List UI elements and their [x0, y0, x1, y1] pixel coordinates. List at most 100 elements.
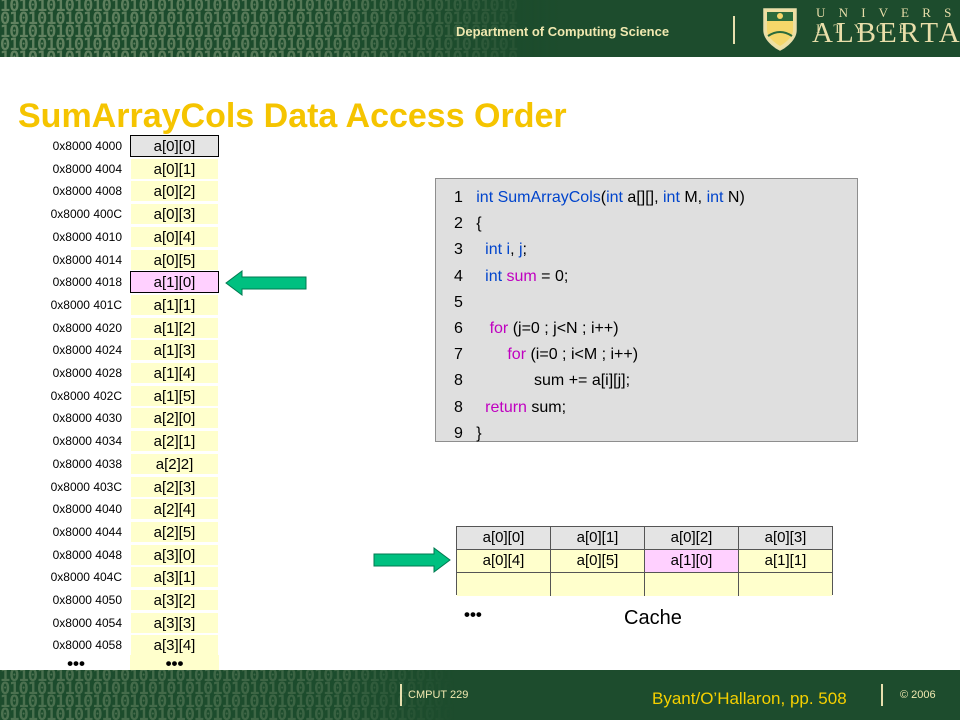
code-text: }: [462, 425, 482, 442]
code-keyword: int: [663, 189, 680, 206]
memory-cell: a[0][2]: [130, 180, 219, 202]
cache-cell: [645, 573, 739, 596]
memory-cell: a[0][3]: [130, 203, 219, 225]
code-line: 3 int i, j;: [454, 239, 527, 261]
memory-address: 0x8000 4058: [52, 638, 122, 652]
alberta-wordmark: ALBERTA: [812, 17, 960, 49]
code-line: 8 return sum;: [454, 397, 566, 419]
code-text: [463, 346, 507, 363]
memory-cell: a[0][1]: [130, 158, 219, 180]
memory-cell: a[3][2]: [130, 589, 219, 611]
memory-cell: a[0][0]: [130, 135, 219, 157]
memory-address: 0x8000 403C: [50, 480, 122, 494]
code-line-number: 8: [454, 399, 463, 416]
code-line: 7 for (i=0 ; i<M ; i++): [454, 344, 638, 366]
cache-cell: a[0][3]: [739, 527, 832, 550]
memory-address: 0x8000 4034: [52, 434, 122, 448]
code-line-number: 7: [454, 346, 463, 363]
memory-address: 0x8000 4054: [52, 616, 122, 630]
memory-address: 0x8000 4014: [52, 253, 122, 267]
code-text: (i=0 ; i<M ; i++): [526, 346, 639, 363]
memory-cell: a[2][5]: [130, 521, 219, 543]
code-line-number: 8: [454, 372, 463, 389]
code-line-number: 9: [454, 425, 463, 442]
citation: Byant/O’Hallaron, pp. 508: [652, 689, 847, 708]
memory-address: 0x8000 404C: [50, 570, 122, 584]
memory-cell: a[0][5]: [130, 249, 219, 271]
code-keyword: int: [476, 189, 494, 206]
memory-address: 0x8000 4038: [52, 457, 122, 471]
code-text: (: [600, 189, 607, 206]
header-divider: [733, 16, 735, 44]
memory-address: 0x8000 4048: [52, 548, 122, 562]
memory-cell: a[2]2]: [130, 453, 219, 475]
memory-cell: a[3][4]: [130, 634, 219, 656]
code-keyword: for: [489, 320, 509, 337]
binary-pattern-decoration: 1010101010101010101010101010101010101010…: [0, 0, 700, 57]
cache-cell: a[0][0]: [457, 527, 551, 550]
memory-address: 0x8000 4010: [52, 230, 122, 244]
memory-address: 0x8000 4020: [52, 321, 122, 335]
code-keyword: j: [518, 241, 523, 258]
cache-cell: [457, 573, 551, 596]
code-text: ,: [510, 241, 519, 258]
memory-cell: a[1][2]: [130, 317, 219, 339]
memory-address: 0x8000 400C: [50, 207, 122, 221]
code-line: 6 for (j=0 ; j<N ; i++): [454, 318, 619, 340]
code-line: 8 sum += a[i][j];: [454, 370, 630, 392]
memory-address: 0x8000 4024: [52, 343, 122, 357]
memory-cell: a[1][4]: [130, 362, 219, 384]
cache-ellipsis: •••: [464, 605, 482, 624]
cache-label: Cache: [624, 607, 682, 629]
code-text: [463, 241, 485, 258]
cache-cell: a[0][2]: [645, 527, 739, 550]
cache-cell: [739, 573, 832, 596]
code-text: = 0;: [536, 268, 569, 285]
memory-cell: a[2][4]: [130, 498, 219, 520]
code-keyword: SumArrayCols: [497, 189, 601, 206]
code-keyword: int: [485, 268, 503, 285]
memory-address: 0x8000 401C: [50, 298, 122, 312]
copyright: © 2006: [900, 689, 936, 701]
cache-cell: [551, 573, 645, 596]
footer-bar: 1010101010101010101010101010101010101010…: [0, 670, 960, 720]
code-keyword: for: [507, 346, 527, 363]
memory-cell: a[1][3]: [130, 339, 219, 361]
cache-cell: a[1][0]: [645, 550, 739, 573]
cache-grid: a[0][0]a[0][1]a[0][2]a[0][3]a[0][4]a[0][…: [456, 526, 833, 596]
code-text: [463, 320, 490, 337]
code-line: 1 int SumArrayCols(int a[][], int M, int…: [454, 187, 745, 209]
code-text: sum;: [526, 399, 567, 416]
code-text: M,: [679, 189, 707, 206]
code-keyword: int: [606, 189, 623, 206]
memory-address: 0x8000 4004: [52, 162, 122, 176]
code-text: N): [723, 189, 745, 206]
footer-divider: [400, 684, 402, 706]
memory-address: 0x8000 4000: [52, 139, 122, 153]
code-line: 2 {: [454, 213, 482, 235]
code-keyword: sum: [506, 268, 537, 285]
code-line-number: 5: [454, 294, 463, 311]
header-bar: 1010101010101010101010101010101010101010…: [0, 0, 960, 57]
code-text: ;: [522, 241, 527, 258]
code-text: sum += a[i][j];: [462, 372, 631, 389]
memory-cell: a[0][4]: [130, 226, 219, 248]
cache-cell: a[0][5]: [551, 550, 645, 573]
cache-cell: a[0][1]: [551, 527, 645, 550]
code-keyword: i: [506, 241, 511, 258]
memory-pointer-arrow-icon: [225, 270, 307, 296]
university-of-text: U N I V E R S I T Y O F: [816, 5, 957, 36]
code-text: (j=0 ; j<N ; i++): [508, 320, 619, 337]
code-line: 5: [454, 292, 463, 314]
memory-address: 0x8000 4050: [52, 593, 122, 607]
binary-pattern-decoration: 1010101010101010101010101010101010101010…: [0, 670, 760, 720]
memory-address: 0x8000 402C: [50, 389, 122, 403]
memory-address: 0x8000 4040: [52, 502, 122, 516]
cache-cell: a[1][1]: [739, 550, 832, 573]
code-keyword: int: [706, 189, 724, 206]
code-listing: 1 int SumArrayCols(int a[][], int M, int…: [435, 178, 858, 442]
code-text: a[][],: [622, 189, 663, 206]
memory-address: 0x8000 4018: [52, 275, 122, 289]
memory-address: 0x8000 4044: [52, 525, 122, 539]
memory-cell: a[2][1]: [130, 430, 219, 452]
